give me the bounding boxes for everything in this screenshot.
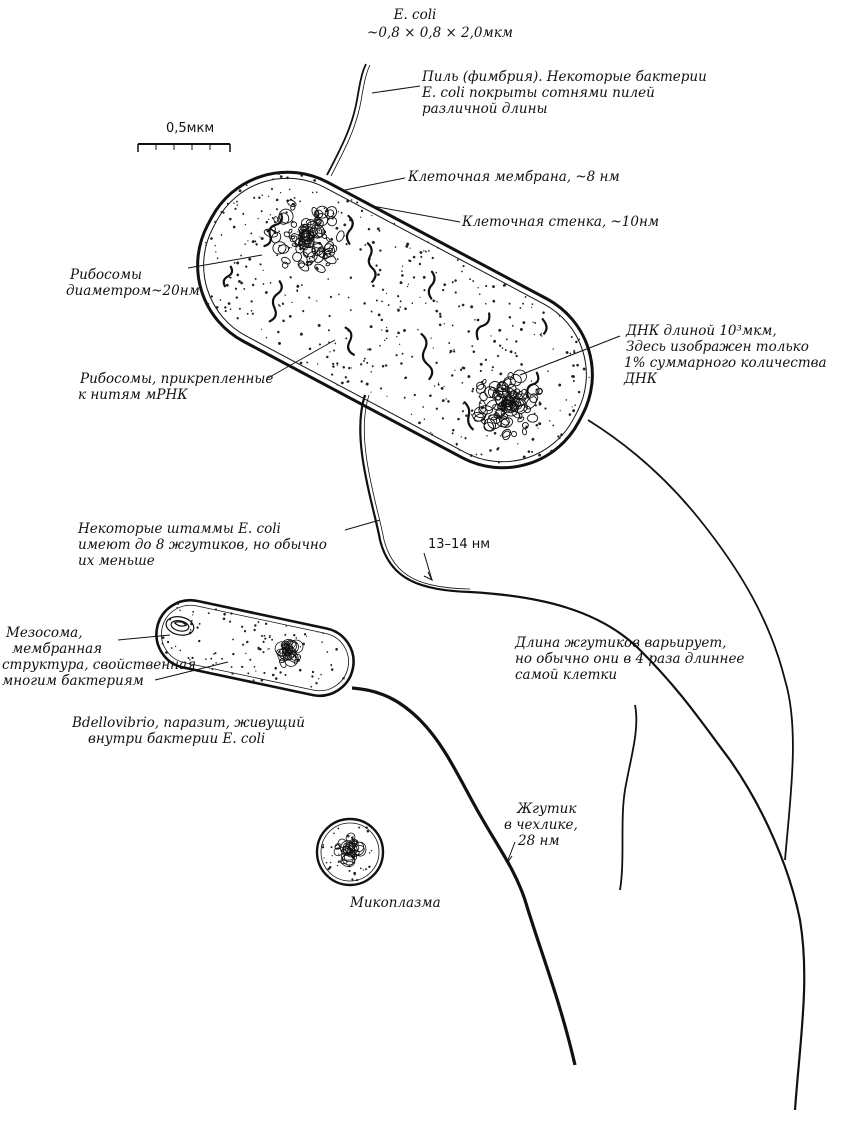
- label-sheathed-line3: 28 нм: [518, 833, 560, 849]
- leader-lines: [117, 85, 621, 863]
- label-flagella-length-line2: но обычно они в 4 раза длиннее: [515, 651, 745, 667]
- title-organism: E. coli: [393, 7, 437, 23]
- label-flagella-count-line2: имеют до 8 жгутиков, но обычно: [78, 537, 327, 553]
- label-ribosomes-line2: диаметром~20нм: [66, 283, 200, 299]
- nucleoid-right: [472, 369, 543, 441]
- label-membrane: Клеточная мембрана, ~8 нм: [408, 169, 620, 185]
- label-mesosome-line3: структура, свойственная: [2, 657, 197, 673]
- label-sheathed-line1: Жгутик: [517, 801, 577, 817]
- ecoli-flagella: [359, 394, 806, 1111]
- label-polysomes-line2: к нитям мРНК: [78, 387, 188, 403]
- label-pili-line3: различной длины: [422, 101, 548, 117]
- label-flagella-length-line3: самой клетки: [515, 667, 618, 683]
- mycoplasma-cell: [315, 817, 385, 887]
- label-flagella-length-line1: Длина жгутиков варьирует,: [515, 635, 727, 651]
- pilus: [326, 63, 367, 176]
- title-dimensions: ~0,8 × 0,8 × 2,0мкм: [367, 25, 513, 41]
- label-sheathed-line2: в чехлике,: [504, 817, 578, 833]
- label-polysomes-line1: Рибосомы, прикрепленные: [80, 371, 274, 387]
- label-wall: Клеточная стенка, ~10нм: [462, 214, 660, 230]
- nucleoid-left: [263, 199, 345, 273]
- label-mesosome-line1: Мезосома,: [6, 625, 83, 641]
- sheathed-flagellum: [351, 686, 577, 1066]
- label-dna-line3: 1% суммарного количества: [624, 355, 827, 371]
- cell-membrane: [203, 177, 587, 463]
- label-pili-line2: E. coli покрыты сотнями пилей: [422, 85, 655, 101]
- polysome-chains: [222, 213, 548, 431]
- label-flagella-count-line1: Некоторые штаммы E. coli: [78, 521, 281, 537]
- scale-bar-label: 0,5мкм: [166, 121, 215, 136]
- mesosome-structure: [165, 616, 195, 636]
- cytoplasm-dots: [175, 158, 616, 482]
- label-mesosome-line4: многим бактериям: [2, 673, 144, 689]
- label-mesosome-line2: мембранная: [12, 641, 103, 657]
- label-flagella-count-line3: их меньше: [78, 553, 155, 569]
- label-flagellum-width: 13–14 нм: [428, 537, 491, 552]
- label-dna-line2: Здесь изображен только: [626, 339, 809, 355]
- label-dna-line1: ДНК длиной 10³мкм,: [626, 323, 777, 339]
- cell-wall: [196, 170, 594, 470]
- label-mycoplasma: Микоплазма: [350, 895, 441, 911]
- label-dna-line4: ДНК: [624, 371, 658, 387]
- label-bdellovibrio-line1: Bdellovibrio, паразит, живущий: [72, 715, 305, 731]
- label-ribosomes-line1: Рибосомы: [70, 267, 143, 283]
- scale-bar-graphic: [137, 143, 231, 152]
- bdellovibrio-cell: [155, 598, 355, 698]
- ecoli-cell: [175, 158, 616, 482]
- label-bdellovibrio-line2: внутри бактерии E. coli: [88, 731, 266, 747]
- label-pili-line1: Пиль (фимбрия). Некоторые бактерии: [422, 69, 707, 85]
